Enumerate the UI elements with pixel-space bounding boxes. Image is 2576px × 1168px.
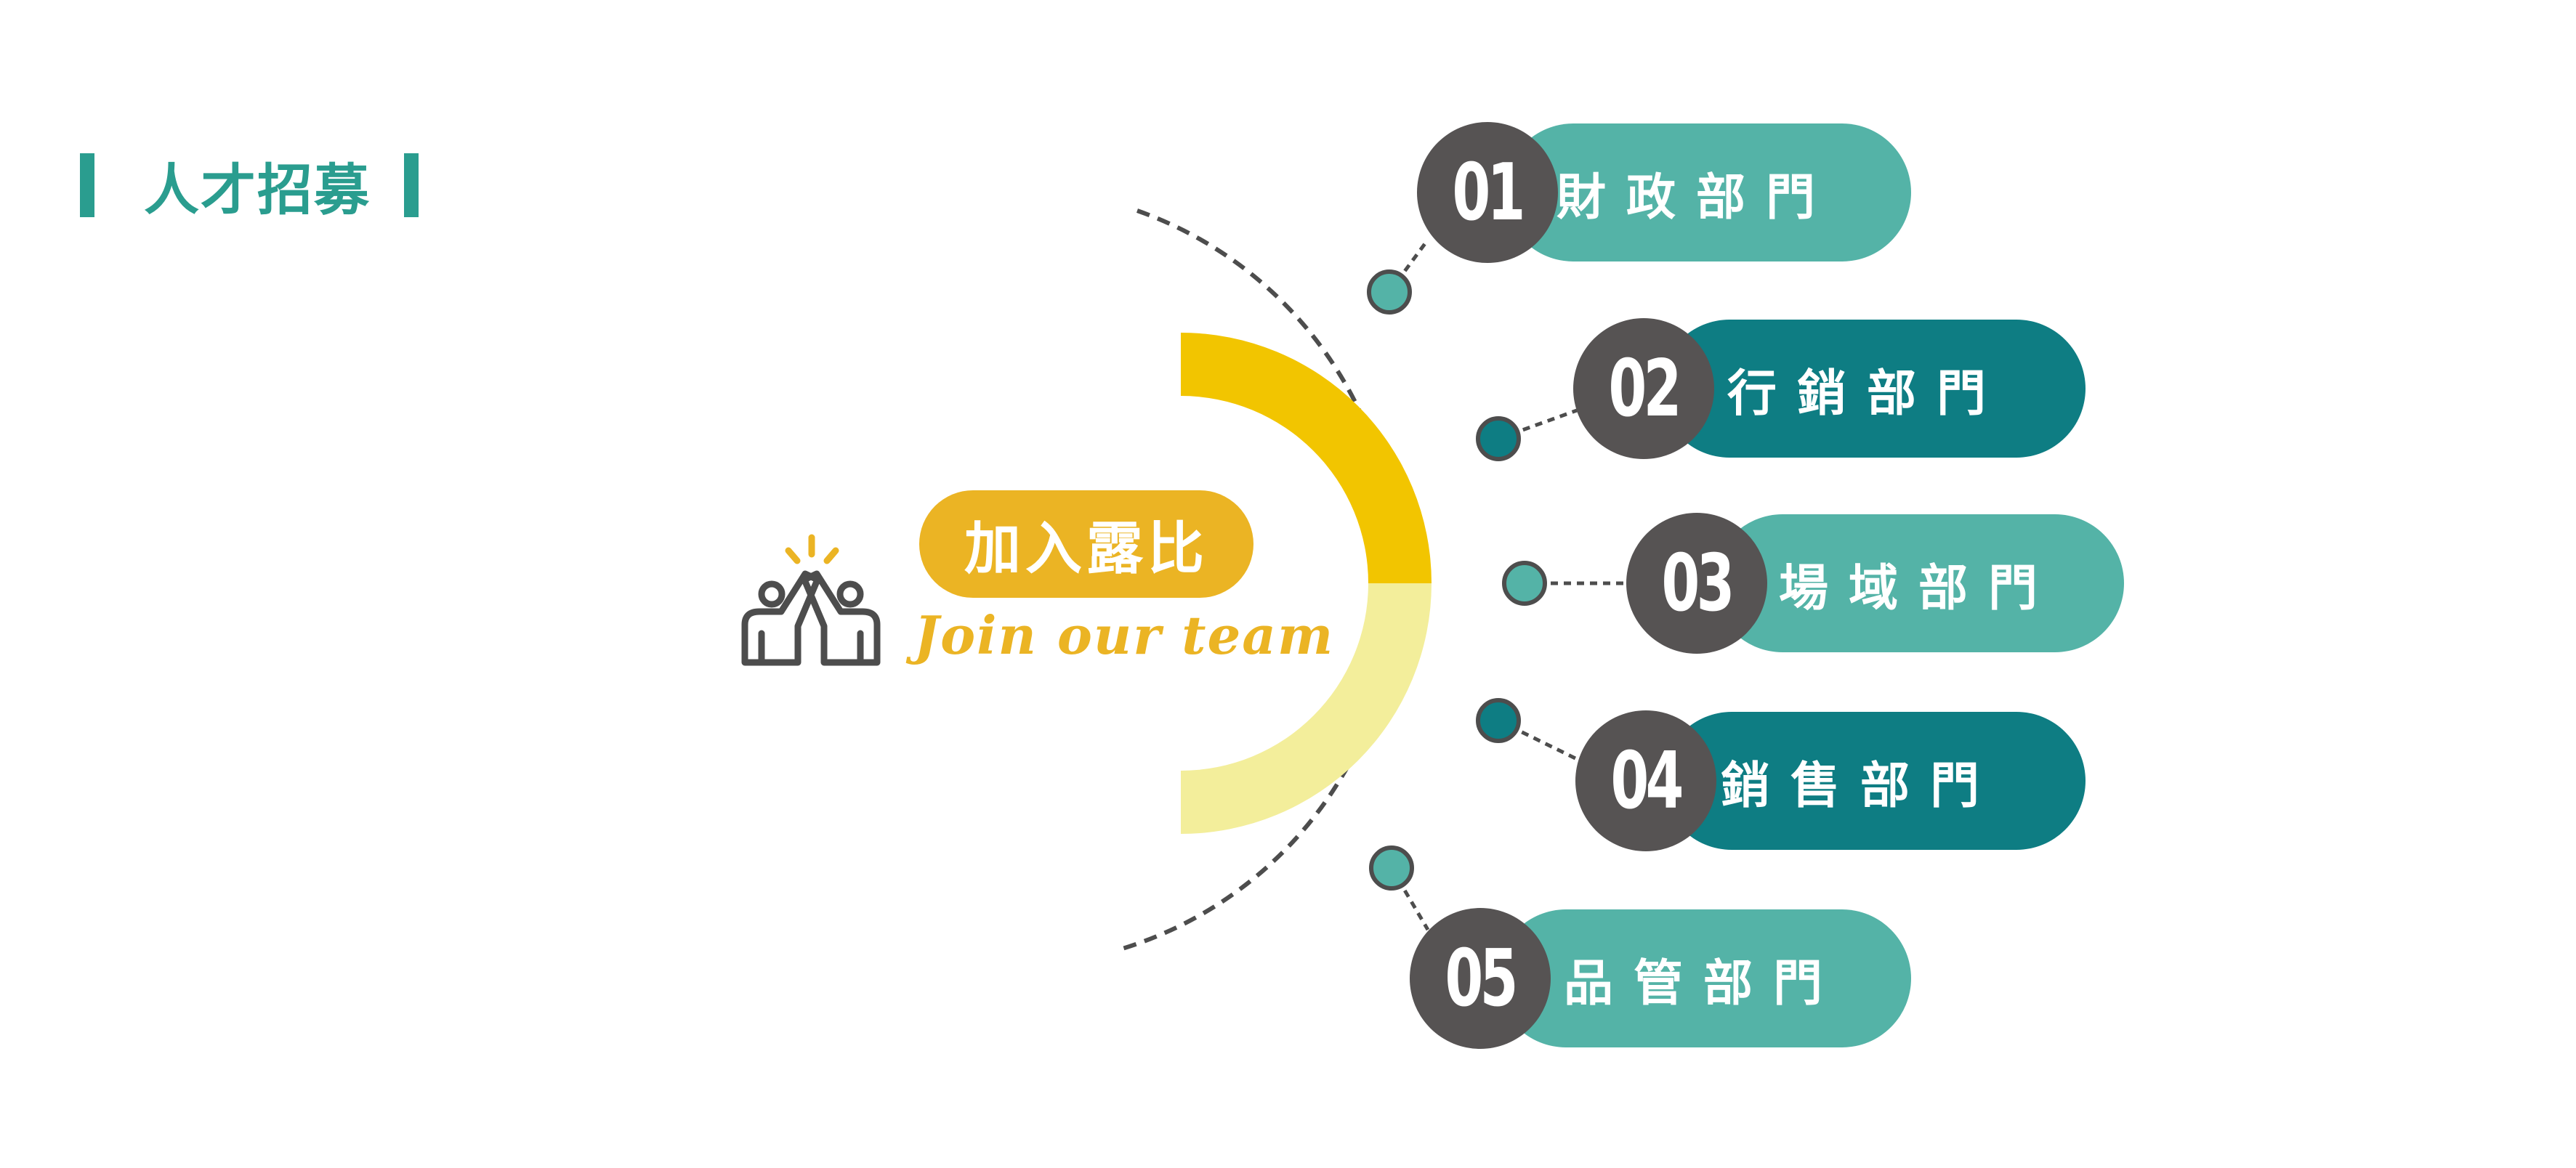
join-label-text: 加入露比 xyxy=(964,516,1208,582)
department-number-badge: 02 xyxy=(1573,318,1714,459)
department-pill: 場域部門 xyxy=(1713,514,2124,652)
department-number: 01 xyxy=(1452,147,1526,238)
department-number: 03 xyxy=(1661,538,1735,629)
department-pill: 銷售部門 xyxy=(1663,712,2086,850)
department-label: 場域部門 xyxy=(1779,559,2059,617)
department-label: 行銷部門 xyxy=(1727,365,2007,423)
department-number-badge: 01 xyxy=(1417,122,1558,263)
high-five-people-icon xyxy=(741,534,881,666)
department-label: 財政部門 xyxy=(1556,169,1836,227)
arc-dot-05 xyxy=(1369,845,1414,891)
department-number: 04 xyxy=(1610,735,1684,827)
arc-dot-03 xyxy=(1502,561,1547,606)
title-bar-left xyxy=(80,153,94,217)
department-number: 05 xyxy=(1445,933,1519,1024)
arc-dot-02 xyxy=(1476,416,1521,461)
department-number-badge: 05 xyxy=(1410,908,1551,1049)
department-number: 02 xyxy=(1608,343,1682,434)
department-number-badge: 03 xyxy=(1626,513,1767,654)
join-subtitle: Join our team xyxy=(914,604,1335,666)
title-bar-right xyxy=(404,153,419,217)
arc-dot-01 xyxy=(1367,269,1412,315)
department-label: 品管部門 xyxy=(1564,954,1844,1013)
yellow-arc-upper xyxy=(1181,333,1432,583)
department-number-badge: 04 xyxy=(1575,710,1716,851)
join-label: 加入露比 xyxy=(919,490,1253,598)
arc-dot-04 xyxy=(1476,698,1521,743)
department-pill: 行銷部門 xyxy=(1660,320,2086,458)
yellow-arc-lower xyxy=(1181,583,1432,834)
page-title-block: 人才招募 xyxy=(80,149,419,222)
connector-01 xyxy=(1387,238,1430,293)
page-title: 人才招募 xyxy=(144,158,371,222)
department-pill: 品管部門 xyxy=(1497,909,1911,1047)
department-label: 銷售部門 xyxy=(1721,757,2000,815)
department-pill: 財政部門 xyxy=(1504,123,1911,261)
